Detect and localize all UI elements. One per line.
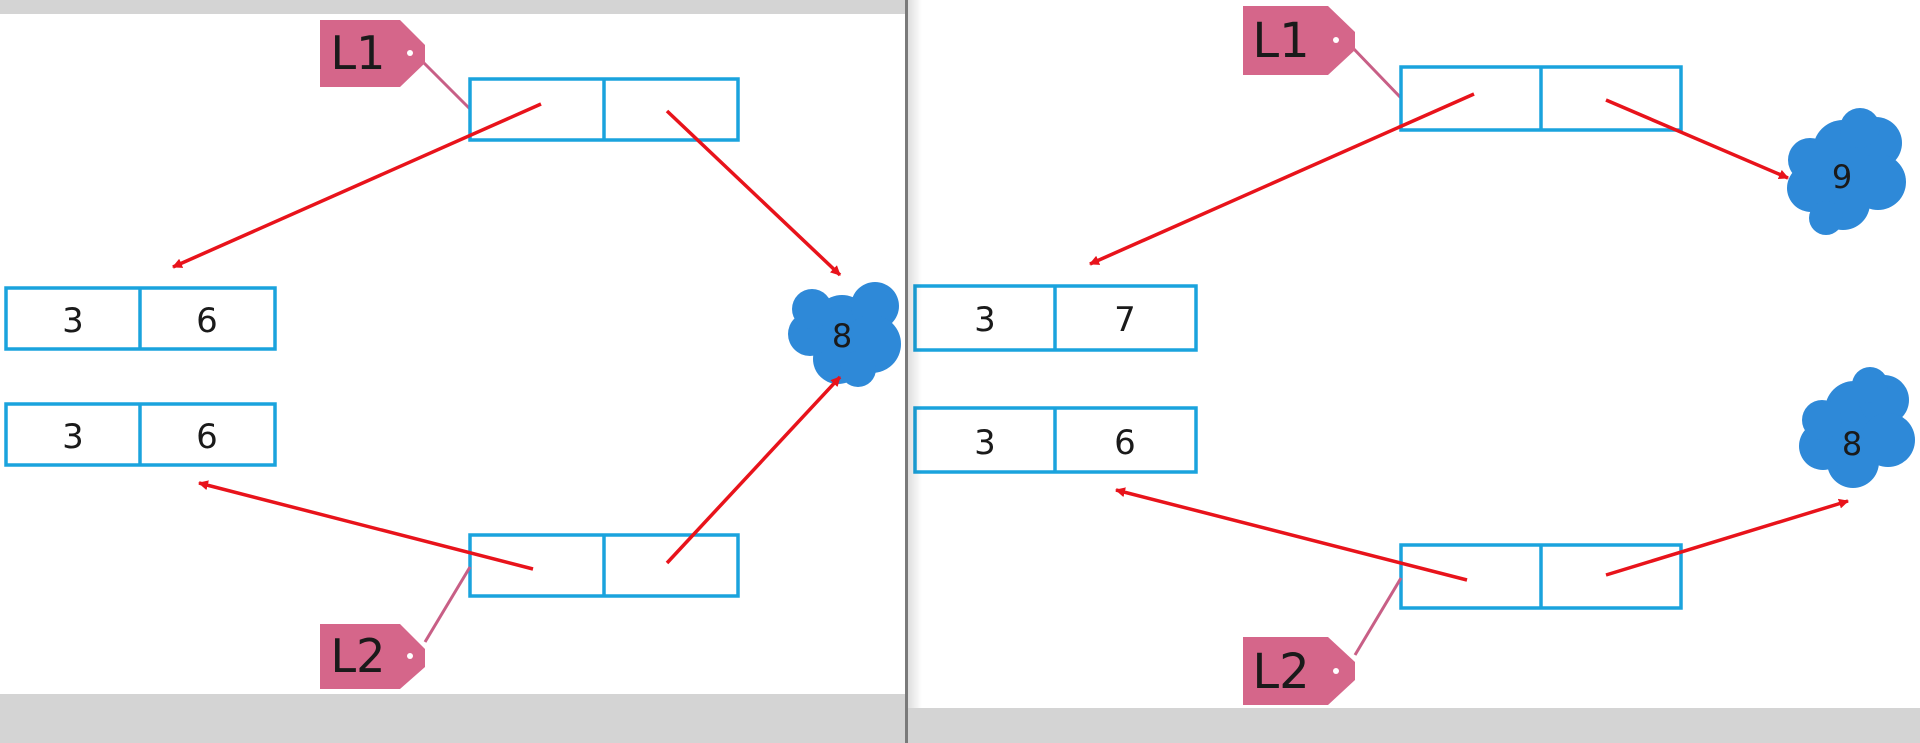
l1-tag-label: L1 (331, 26, 386, 80)
object-b: 3 6 (913, 406, 1198, 474)
diagram-panel-right: L1 3 7 3 6 (908, 0, 1920, 743)
l1-tag-label: L1 (1252, 13, 1309, 69)
l2-tag: L2 (320, 624, 425, 689)
panel-edge-shadow (908, 0, 922, 708)
object-a: 3 6 (4, 286, 277, 351)
l1-list-cell (468, 77, 740, 142)
l2-tag: L2 (1243, 637, 1355, 705)
l1-tag: L1 (320, 20, 425, 87)
l1-tag-string (418, 57, 472, 111)
object-a-value-1: 7 (1114, 300, 1136, 340)
left-canvas: L1 3 6 3 6 (0, 14, 905, 694)
object-a-value-1: 6 (196, 301, 218, 341)
right-diagram: L1 3 7 3 6 (913, 6, 1915, 705)
right-canvas: L1 3 7 3 6 (908, 0, 1920, 708)
l2-tag-label: L2 (331, 629, 386, 683)
cloud-top-value: 9 (1832, 158, 1852, 196)
panel-divider (905, 0, 908, 743)
diagram-panel-left: L1 3 6 3 6 (0, 0, 905, 743)
arrow-l2-to-object-b (1115, 487, 1468, 582)
l2-tag-string (423, 566, 472, 643)
left-diagram: L1 3 6 3 6 (4, 20, 901, 689)
arrow-l2-to-object-b (198, 480, 534, 571)
int-object-cloud-bottom: 8 (1799, 367, 1915, 488)
arrow-l1-to-cloud (665, 109, 842, 277)
object-a-value-0: 3 (62, 301, 84, 341)
int-object-cloud-top: 9 (1787, 108, 1906, 235)
cloud-bottom-value: 8 (1842, 425, 1862, 463)
arrow-l1-to-object-a (1089, 92, 1475, 266)
object-a-value-0: 3 (974, 300, 996, 340)
object-b-value-1: 6 (1114, 423, 1136, 463)
cloud-value: 8 (832, 317, 852, 355)
arrow-l1-to-object-a (172, 102, 542, 269)
l1-tag-string (1349, 44, 1403, 100)
l2-list-cell (1399, 543, 1683, 610)
l2-tag-string (1353, 577, 1403, 656)
object-b-value-1: 6 (196, 417, 218, 457)
arrow-l2-to-cloud-bottom (1605, 498, 1849, 577)
arrow-l1-to-cloud-top (1605, 98, 1789, 180)
object-b-value-0: 3 (974, 423, 996, 463)
arrow-l2-to-cloud (665, 375, 842, 565)
object-b-value-0: 3 (62, 417, 84, 457)
l2-list-cell (468, 533, 740, 598)
l2-tag-label: L2 (1252, 644, 1309, 700)
object-a: 3 7 (913, 284, 1198, 352)
int-object-cloud: 8 (788, 282, 901, 387)
l1-tag: L1 (1243, 6, 1355, 75)
object-b: 3 6 (4, 402, 277, 467)
l1-list-cell (1399, 65, 1683, 132)
